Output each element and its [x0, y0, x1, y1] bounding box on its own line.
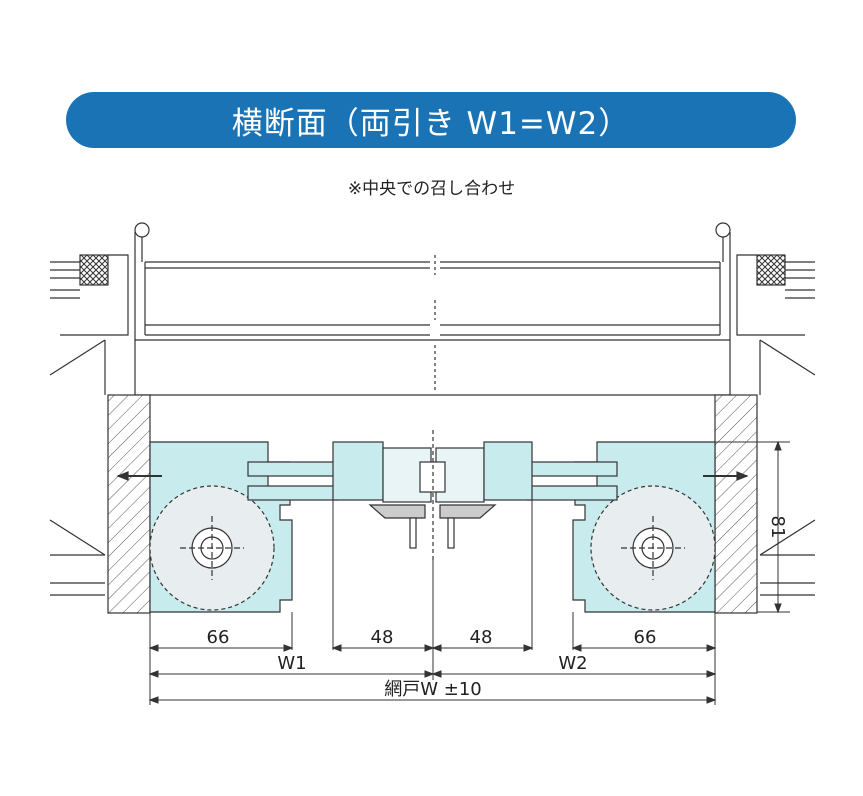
- right-screen-unit: [526, 441, 749, 613]
- dim-right-66: 66: [634, 627, 657, 648]
- dim-total-width: 網戸W ±10: [384, 679, 482, 700]
- left-screen-unit: [116, 441, 339, 613]
- title-banner: 横断面（両引き W1=W2）: [66, 92, 796, 148]
- dim-w2: W2: [558, 653, 587, 674]
- right-wall-jamb: [714, 394, 758, 614]
- dim-depth-81: 81: [767, 516, 788, 539]
- dim-center-right-48: 48: [470, 627, 493, 648]
- dim-center-left-48: 48: [371, 627, 394, 648]
- dimension-lines: [148, 440, 790, 705]
- center-meeting-stiles: [332, 430, 533, 560]
- left-wall-jamb: [107, 394, 151, 614]
- dim-left-66: 66: [207, 627, 230, 648]
- dim-w1: W1: [277, 653, 306, 674]
- subtitle-note: ※中央での召し合わせ: [347, 179, 516, 199]
- upper-frame: [49, 222, 816, 596]
- title-text: 横断面（両引き W1=W2）: [231, 105, 631, 142]
